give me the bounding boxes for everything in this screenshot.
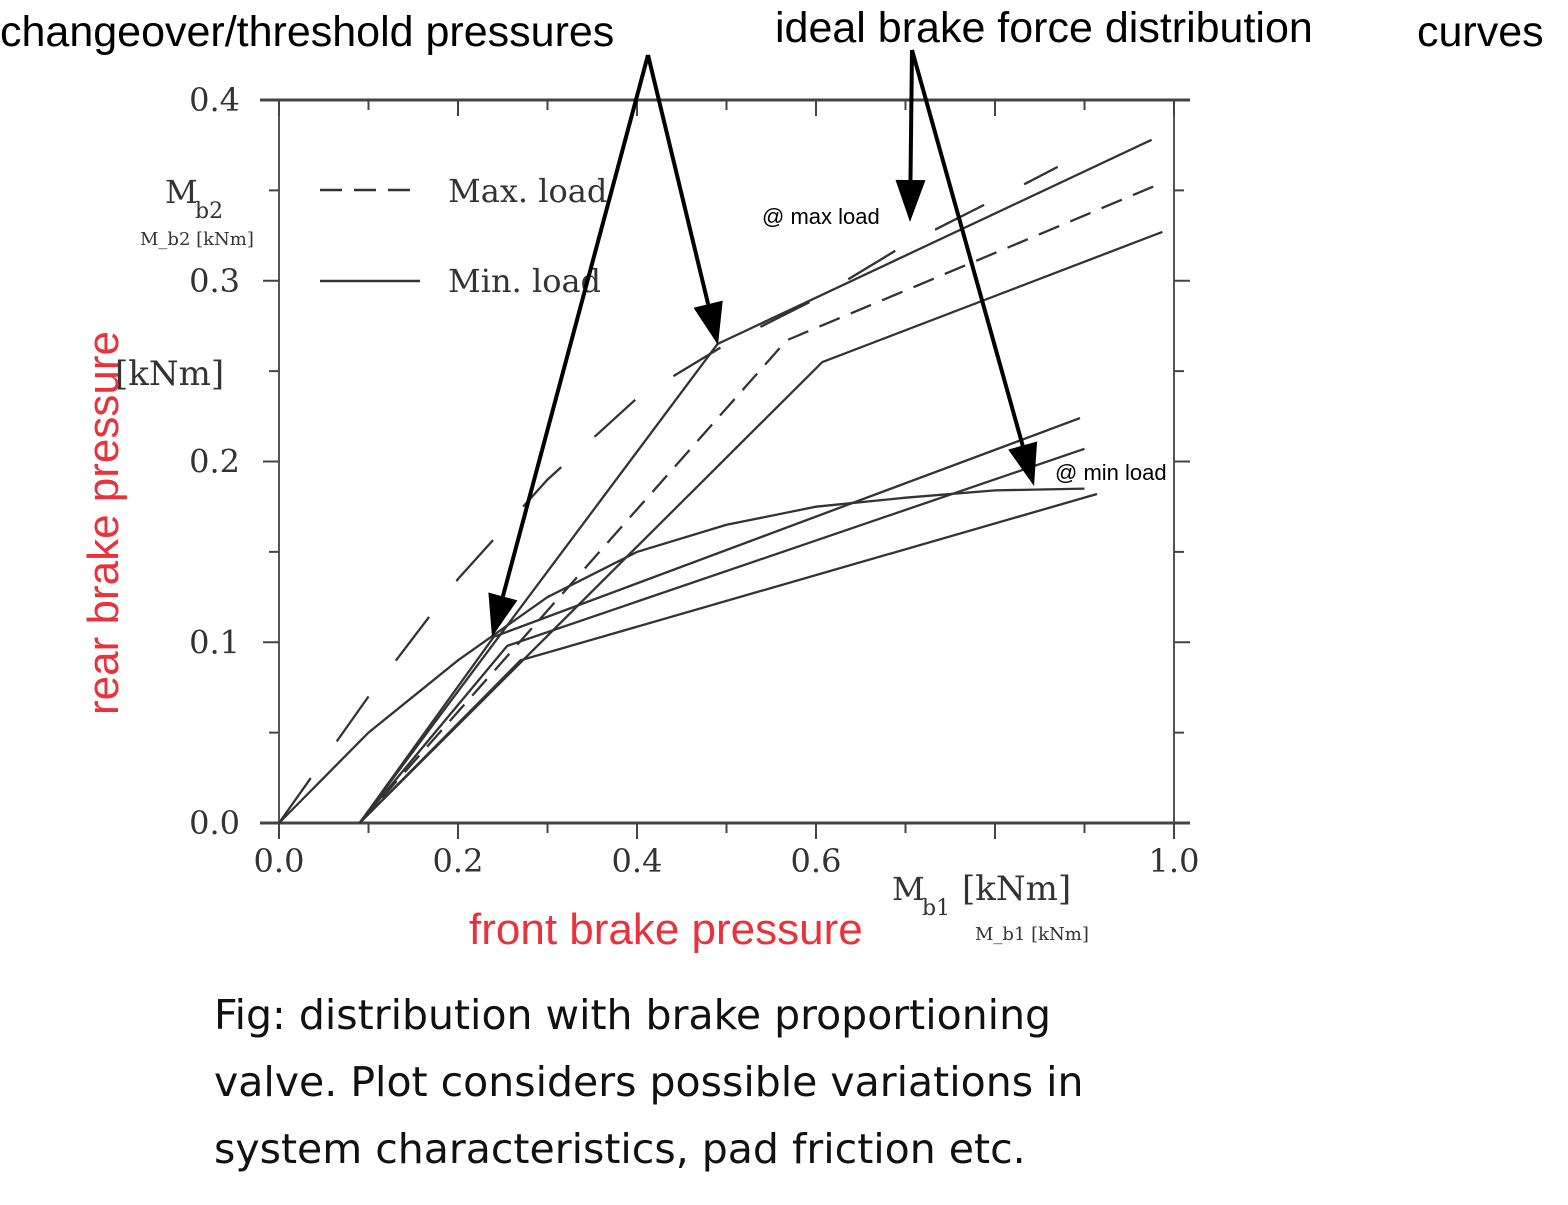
y-tick-label: 0.4 bbox=[189, 81, 240, 119]
min-load-label: @ min load bbox=[1055, 460, 1167, 485]
annotation-arrows bbox=[488, 49, 1038, 637]
plot-border bbox=[278, 99, 1175, 824]
front-brake-pressure-label: front brake pressure bbox=[469, 905, 863, 954]
series-line-valve-min-2 bbox=[358, 447, 1085, 824]
figure-caption: Fig: distribution with brake proportioni… bbox=[214, 982, 1083, 1183]
x-axis-label-full: M_b1 [kNm] bbox=[975, 924, 1089, 945]
x-axis-label-unit: [kNm] bbox=[962, 869, 1071, 909]
changeover-arrow-low-arrowhead-icon bbox=[488, 592, 518, 637]
y-tick-label: 0.0 bbox=[189, 804, 240, 842]
rear-brake-pressure-label: rear brake pressure bbox=[79, 331, 128, 715]
ideal-arrow-max-shaft bbox=[908, 49, 914, 181]
caption-line: system characteristics, pad friction etc… bbox=[214, 1125, 1026, 1173]
x-axis-label-main: M bbox=[892, 870, 925, 908]
changeover-arrow-high-shaft bbox=[646, 54, 711, 305]
x-tick-label: 1.0 bbox=[1149, 842, 1200, 880]
y-axis-label-unit: [kNm] bbox=[115, 354, 224, 394]
ideal-arrow-max-arrowhead-icon bbox=[895, 179, 926, 222]
y-axis-label: M b2 [kNm] M_b2 [kNm] bbox=[115, 173, 254, 394]
ideal-arrow-min-arrowhead-icon bbox=[1008, 441, 1038, 486]
changeover-arrow-low-shaft bbox=[500, 54, 650, 597]
y-axis-label-main: M bbox=[165, 173, 198, 211]
legend-max-load: Max. load bbox=[448, 172, 607, 210]
y-axis-label-full: M_b2 [kNm] bbox=[140, 229, 254, 250]
series-line-ideal-max-load bbox=[278, 165, 1059, 824]
x-tick-label: 0.6 bbox=[791, 842, 842, 880]
series-line-valve-min-1 bbox=[358, 417, 1081, 824]
curves-annotation: curves bbox=[1417, 8, 1544, 56]
y-tick-label: 0.3 bbox=[189, 262, 240, 300]
caption-line: Fig: distribution with brake proportioni… bbox=[214, 991, 1052, 1039]
ideal-arrow-min-shaft bbox=[910, 49, 1025, 447]
x-axis-label: M b1 [kNm] M_b1 [kNm] bbox=[892, 869, 1089, 945]
x-tick-label: 0.2 bbox=[433, 842, 484, 880]
x-axis-label-sub: b1 bbox=[922, 896, 950, 921]
x-tick-label: 0.4 bbox=[612, 842, 663, 880]
max-load-label: @ max load bbox=[762, 204, 880, 229]
changeover-arrow-high-arrowhead-icon bbox=[693, 300, 723, 345]
legend: Max. load Min. load bbox=[320, 172, 607, 300]
series-line-valve-max-2 bbox=[358, 183, 1158, 824]
x-tick-label: 0.0 bbox=[254, 842, 305, 880]
changeover-annotation: changeover/threshold pressures bbox=[0, 8, 614, 56]
ideal-annotation: ideal brake force distribution bbox=[775, 4, 1313, 52]
series-line-valve-max-3 bbox=[358, 230, 1163, 824]
legend-min-load: Min. load bbox=[448, 262, 601, 300]
caption-line: valve. Plot considers possible variation… bbox=[214, 1058, 1084, 1106]
series-group bbox=[278, 138, 1163, 824]
series-line-valve-min-3 bbox=[358, 492, 1098, 824]
y-axis-label-sub: b2 bbox=[195, 199, 223, 224]
y-tick-label: 0.2 bbox=[189, 443, 240, 481]
y-tick-label: 0.1 bbox=[189, 623, 240, 661]
